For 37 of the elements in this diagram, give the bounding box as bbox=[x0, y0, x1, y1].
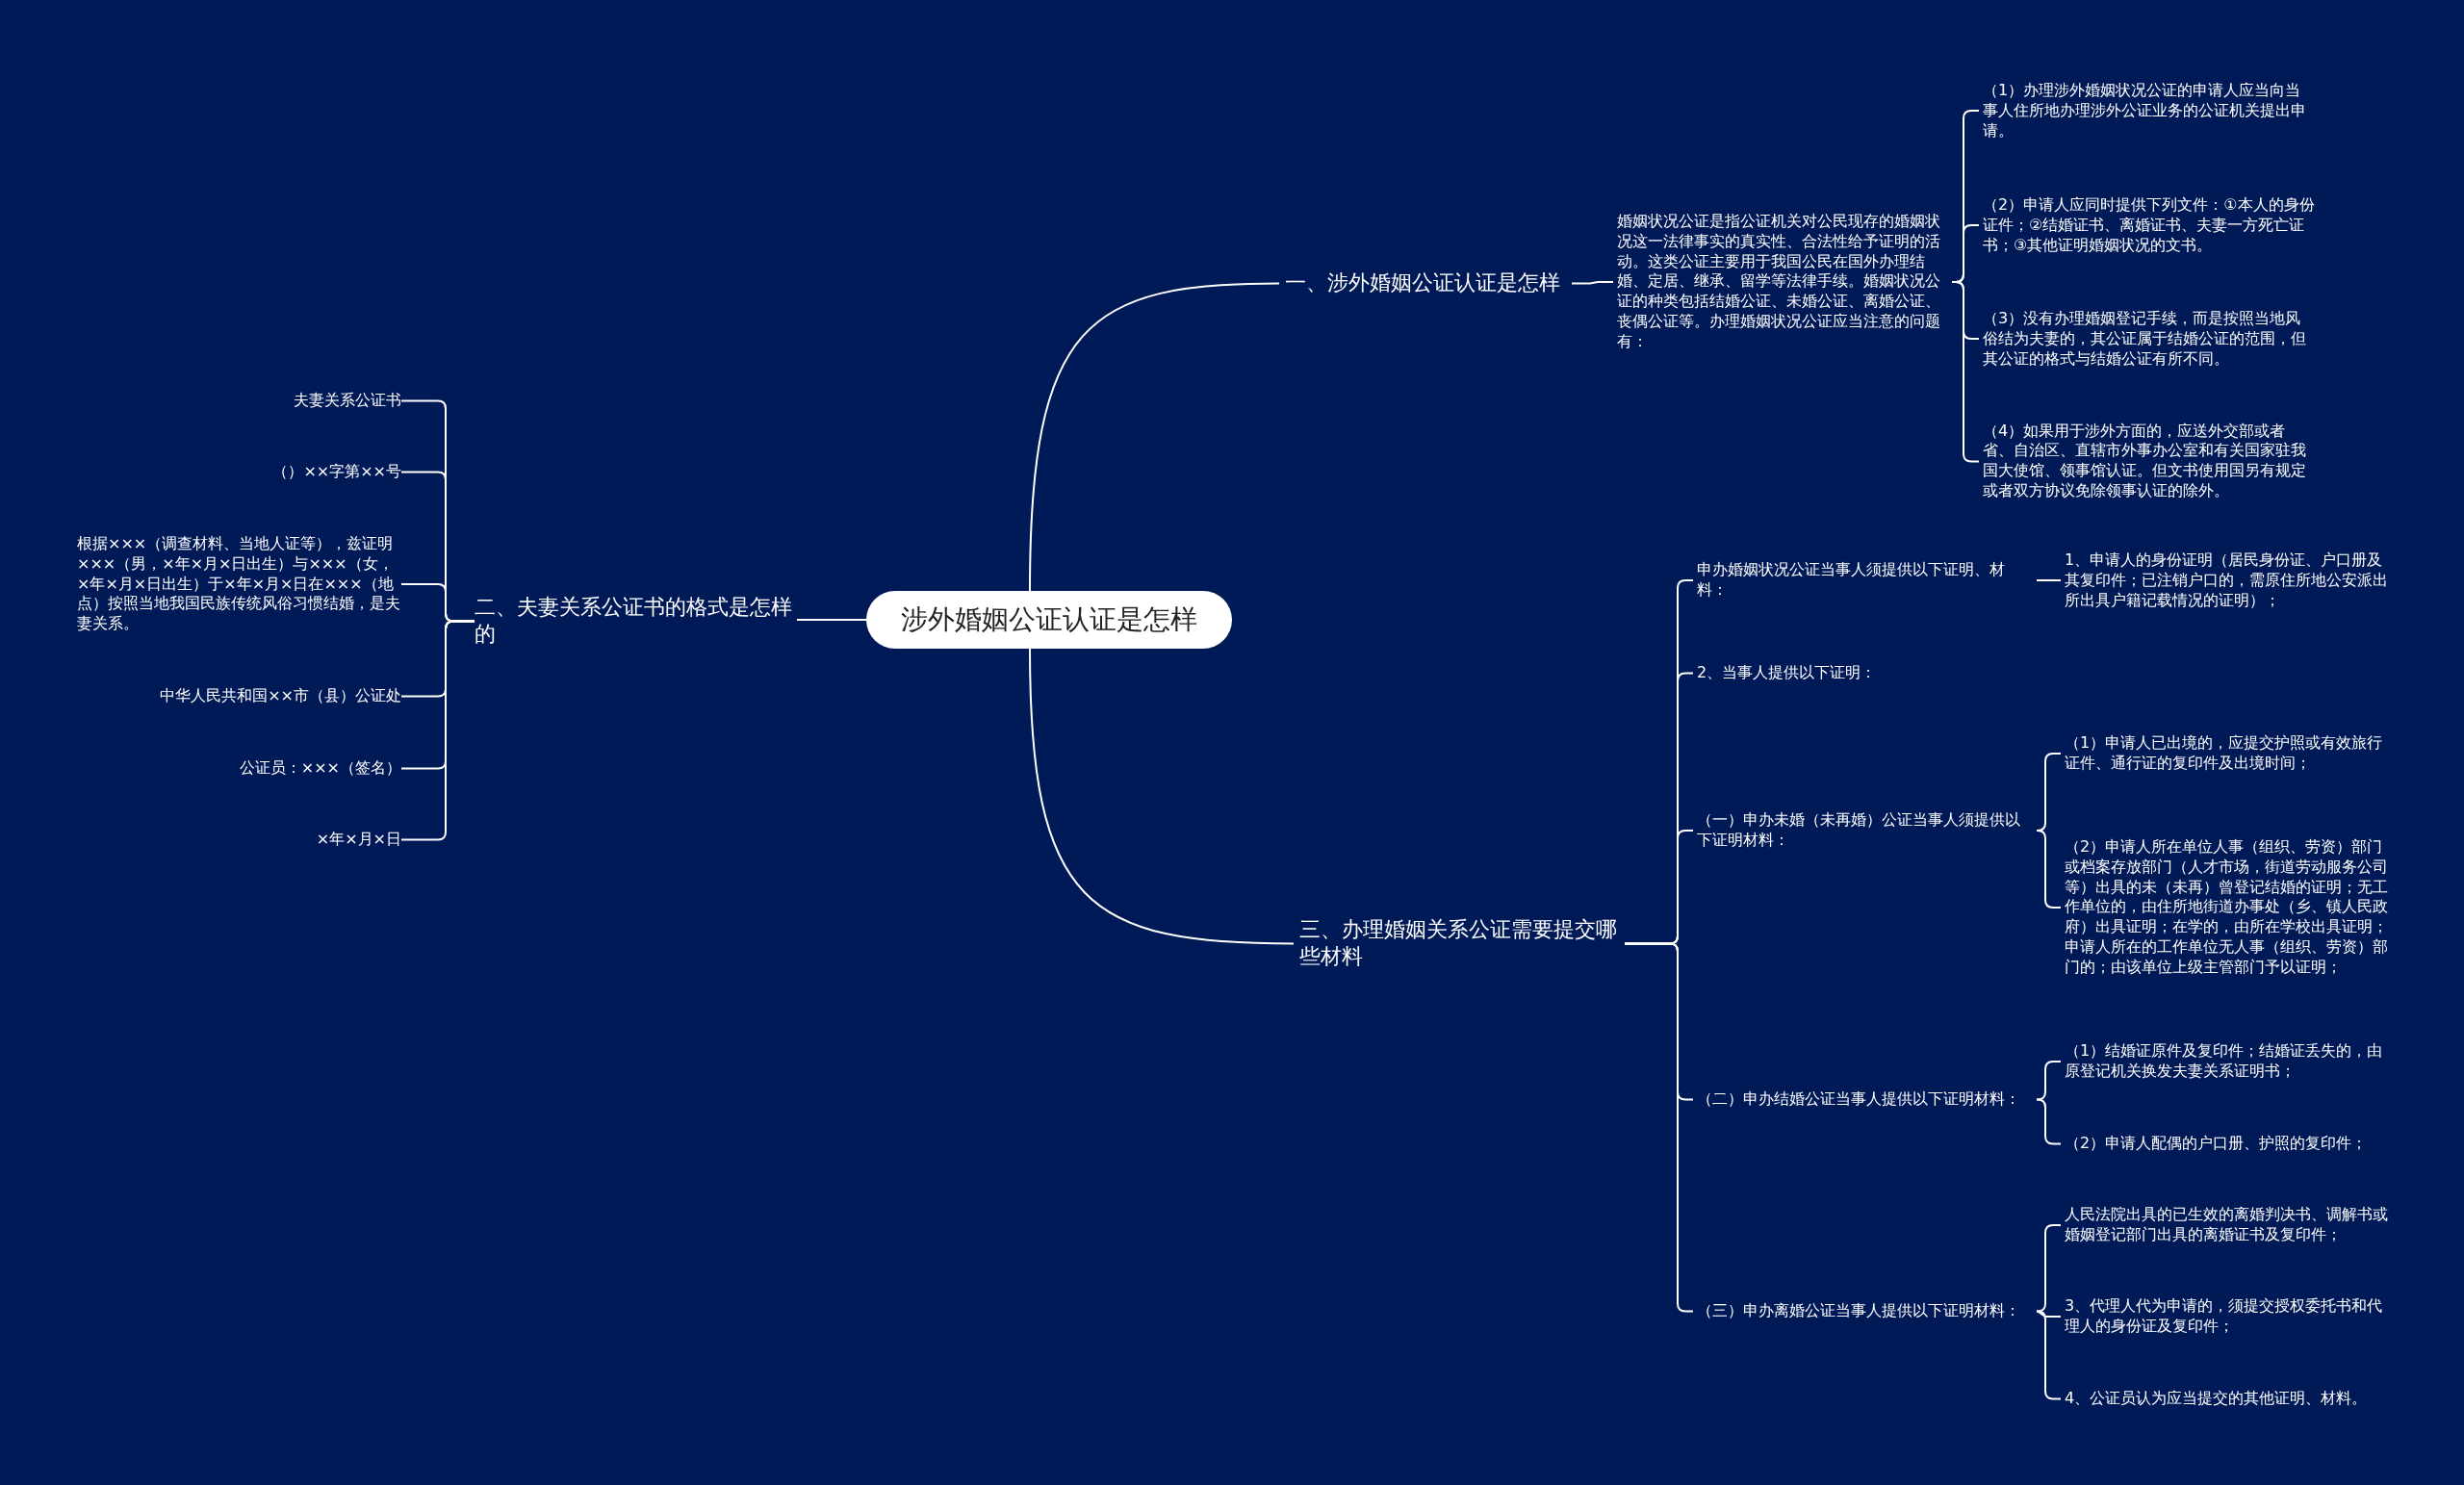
subtopic-text: （3）没有办理婚姻登记手续，而是按照当地风俗结为夫妻的，其公证属于结婚公证的范围，但其公证的格式与结婚公证有所不同。 bbox=[1983, 309, 2315, 370]
connector-line bbox=[1029, 648, 1295, 945]
subtopic-text: 1、申请人的身份证明（居民身份证、户口册及其复印件；已注销户口的，需原住所地公安派出所出具户籍记载情况的证明）； bbox=[2065, 550, 2397, 611]
branch-topic: 三、办理婚姻关系公证需要提交哪些材料 bbox=[1299, 915, 1617, 971]
subtopic-text: 根据×××（调查材料、当地人证等），兹证明×××（男，×年×月×日出生）与×××（女，×年×月×日出生）于×年×月×日在×××（地点）按照当地我国民族传统风俗习惯结婚，是夫妻关系。 bbox=[77, 534, 401, 634]
subtopic-text: （2）申请人配偶的户口册、护照的复印件； bbox=[2065, 1133, 2397, 1154]
branch-topic: 一、涉外婚姻公证认证是怎样 bbox=[1285, 269, 1564, 297]
subtopic-text: （三）申办离婚公证当事人提供以下证明材料： bbox=[1697, 1300, 2029, 1321]
central-topic: 涉外婚姻公证认证是怎样 bbox=[866, 591, 1232, 650]
subtopic-text: 2、当事人提供以下证明： bbox=[1697, 662, 2029, 683]
subtopic-text: （1）办理涉外婚姻状况公证的申请人应当向当事人住所地办理涉外公证业务的公证机关提出申请。 bbox=[1983, 81, 2315, 141]
connector-line bbox=[2036, 1061, 2062, 1101]
subtopic-text: 人民法院出具的已生效的离婚判决书、调解书或婚姻登记部门出具的离婚证书及复印件； bbox=[2065, 1205, 2397, 1245]
connector-line bbox=[2036, 1098, 2062, 1145]
connector-line bbox=[2036, 1310, 2062, 1318]
subtopic-text: 中华人民共和国××市（县）公证处 bbox=[87, 685, 401, 706]
subtopic-text: （二）申办结婚公证当事人提供以下证明材料： bbox=[1697, 1088, 2029, 1110]
subtopic-text: 婚姻状况公证是指公证机关对公民现存的婚姻状况这一法律事实的真实性、合法性给予证明的活动。这类公证主要用于我国公民在国外办理结婚、定居、继承、留学等法律手续。婚姻状况公证的种类包括结婚公证、未婚公证、离婚公证、丧偶公证等。办理婚姻状况公证应当注意的问题有： bbox=[1617, 212, 1944, 352]
subtopic-text: 申办婚姻状况公证当事人须提供以下证明、材料： bbox=[1697, 560, 2029, 601]
subtopic-text: 夫妻关系公证书 bbox=[87, 390, 401, 411]
subtopic-text: ×年×月×日 bbox=[87, 829, 401, 850]
subtopic-text: 4、公证员认为应当提交的其他证明、材料。 bbox=[2065, 1388, 2397, 1409]
connector-line bbox=[796, 619, 867, 621]
subtopic-text: 3、代理人代为申请的，须提交授权委托书和代理人的身份证及复印件； bbox=[2065, 1296, 2397, 1337]
subtopic-text: （一）申办未婚（未再婚）公证当事人须提供以下证明材料： bbox=[1697, 810, 2029, 851]
subtopic-text: （4）如果用于涉外方面的，应送外交部或者省、自治区、直辖市外事办公室和有关国家驻我国大使馆、领事馆认证。但文书使用国另有规定或者双方协议免除领事认证的除外。 bbox=[1983, 421, 2315, 501]
subtopic-text: （1）结婚证原件及复印件；结婚证丢失的，由原登记机关换发夫妻关系证明书； bbox=[2065, 1041, 2397, 1082]
connector-line bbox=[400, 620, 475, 841]
subtopic-text: （1）申请人已出境的，应提交护照或有效旅行证件、通行证的复印件及出境时间； bbox=[2065, 733, 2397, 774]
connector-line bbox=[1029, 282, 1280, 592]
subtopic-text: （2）申请人应同时提供下列文件：①本人的身份证件；②结婚证书、离婚证书、夫妻一方死亡证书；③其他证明婚姻状况的文书。 bbox=[1983, 195, 2315, 256]
subtopic-text: 公证员：×××（签名） bbox=[87, 757, 401, 779]
subtopic-text: （）××字第××号 bbox=[87, 461, 401, 482]
connector-line bbox=[2036, 579, 2062, 581]
connector-line bbox=[1571, 281, 1614, 285]
subtopic-text: （2）申请人所在单位人事（组织、劳资）部门或档案存放部门（人才市场，街道劳动服务公司等）出具的未（未再）曾登记结婚的证明；无工作单位的，由住所地街道办事处（乡、镇人民政府）出具证明；在学的，由所在学校出具证明；申请人所在的工作单位无人事（组织、劳资）部门的；由该单位上级主管部门予以证明； bbox=[2065, 837, 2397, 978]
branch-topic: 二、夫妻关系公证书的格式是怎样的 bbox=[475, 593, 797, 649]
